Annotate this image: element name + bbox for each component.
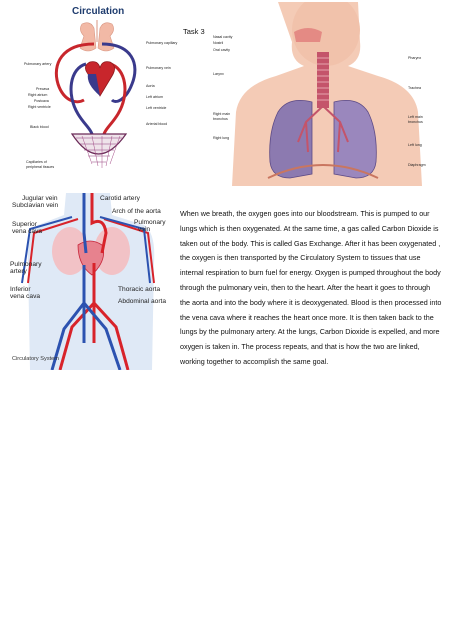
label-left-main-bronchus-2: bronchus: [408, 120, 423, 124]
label-oral-cavity: Oral cavity: [213, 48, 230, 52]
label-pharynx: Pharynx: [408, 56, 422, 60]
label-carotid-artery: Carotid artery: [100, 195, 140, 202]
label-inferior-vena-cava: Inferior: [10, 286, 31, 293]
label-right-ventricle: Right ventricle: [28, 105, 51, 109]
respiratory-diagram: Nasal cavity Nostril Oral cavity Pharynx…: [208, 2, 448, 186]
circulation-diagram: Circulation Pulmonary capillary Pulmonar…: [22, 4, 202, 180]
label-superior-vena-cava-2: vena cava: [12, 228, 43, 235]
label-left-main-bronchus: Left main: [408, 115, 423, 119]
task-label: Task 3: [183, 27, 205, 36]
label-pulmonary-capillary: Pulmonary capillary: [146, 41, 178, 45]
label-arch-of-aorta: Arch of the aorta: [112, 208, 161, 215]
label-arterial-blood: Arterial blood: [146, 122, 168, 126]
label-postcava: Postcava: [34, 99, 49, 103]
label-left-ventricle: Left ventricle: [146, 106, 167, 110]
label-pulmonary-artery: Pulmonary artery: [24, 62, 52, 66]
label-right-main-bronchus: Right main: [213, 112, 231, 116]
circulatory-system-diagram: Jugular vein Subclavian vein Carotid art…: [8, 193, 176, 370]
label-trachea: Trachea: [408, 86, 422, 90]
label-jugular-vein: Jugular vein: [22, 195, 58, 202]
circulatory-system-caption: Circulatory System: [12, 356, 59, 362]
label-superior-vena-cava: Superior: [12, 221, 37, 228]
explanation-paragraph: When we breath, the oxygen goes into our…: [180, 209, 442, 366]
circulation-title: Circulation: [72, 6, 125, 17]
circulation-illustration: [54, 20, 137, 168]
label-pulmonary-artery-2: artery: [10, 268, 27, 275]
label-inferior-vena-cava-2: vena cava: [10, 293, 41, 300]
label-black-blood: Black blood: [30, 125, 49, 129]
label-peripheral-tissues: peripheral tissues: [26, 165, 55, 169]
label-pulmonary-vein: Pulmonary: [134, 219, 166, 226]
label-right-atrium: Right atrium: [28, 93, 48, 97]
label-subclavian-vein: Subclavian vein: [12, 202, 59, 209]
label-thoracic-aorta: Thoracic aorta: [118, 286, 161, 293]
label-precava: Precava: [36, 87, 50, 91]
label-larynx: Larynx: [213, 72, 224, 76]
label-nostril: Nostril: [213, 41, 224, 45]
label-pulmonary-artery: Pulmonary: [10, 261, 42, 268]
label-diaphragm: Diaphragm: [408, 163, 426, 167]
label-nasal-cavity: Nasal cavity: [213, 35, 233, 39]
respiratory-illustration: [232, 2, 422, 186]
label-capillaries: Capillaries of: [26, 160, 47, 164]
circulatory-system-illustration: [21, 193, 155, 370]
label-right-lung: Right lung: [213, 136, 230, 140]
label-right-main-bronchus-2: bronchus: [213, 117, 228, 121]
label-abdominal-aorta: Abdominal aorta: [118, 298, 167, 305]
label-pulmonary-vein: Pulmonary vein: [146, 66, 171, 70]
label-left-lung: Left lung: [408, 143, 422, 147]
label-aorta: Aorta: [146, 84, 155, 88]
label-left-atrium: Left atrium: [146, 95, 163, 99]
label-pulmonary-vein-2: vein: [138, 226, 151, 233]
